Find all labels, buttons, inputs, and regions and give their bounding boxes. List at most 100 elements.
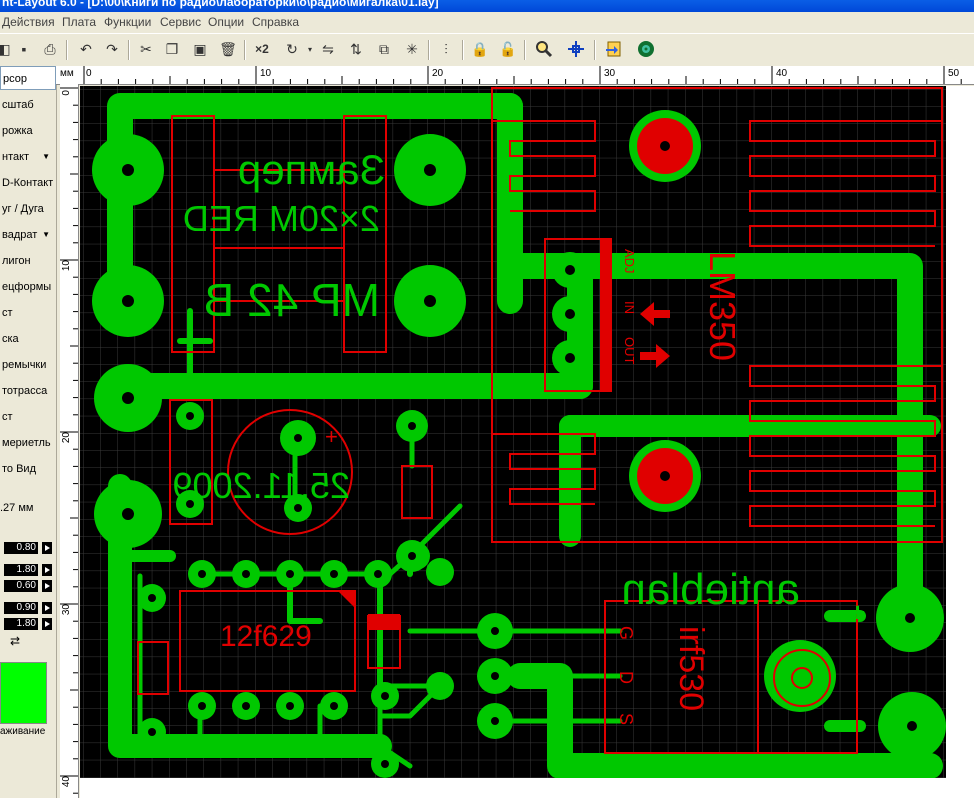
settings-icon[interactable] — [636, 39, 656, 59]
tool-autoroute[interactable]: тотрасса — [2, 385, 48, 397]
ruler-tick-label: 30 — [61, 604, 72, 616]
silk-text-lm350: LM350 — [702, 251, 743, 361]
window-title: nt-Layout 6.0 - [D:\00\Книги по радио\ла… — [2, 0, 439, 9]
swap-arrows-icon[interactable]: ⇄ — [10, 634, 21, 648]
pad-outer-icon — [42, 602, 52, 614]
crosshair-icon[interactable] — [566, 39, 586, 59]
component-outlines — [137, 115, 858, 754]
arrow-icons — [640, 302, 670, 368]
pad-inner-icon — [42, 618, 52, 630]
silk-text-out: OUT — [622, 337, 637, 365]
tool-test[interactable]: ст — [2, 411, 13, 423]
tool-measure[interactable]: мериетль — [2, 437, 51, 449]
fill-label[interactable]: аживание — [0, 726, 46, 737]
ic-pin1-mark — [338, 591, 355, 608]
ruler-tick-label: 50 — [948, 68, 960, 79]
pcb-drawing[interactable]: + + Зампер 2×20M RED МР 42 В 25.11.2009 … — [80, 86, 946, 778]
menu-board[interactable]: Плата — [62, 15, 97, 29]
toolbar-separator — [128, 40, 130, 60]
menu-options[interactable]: Опции — [208, 15, 245, 29]
tool-zoom[interactable]: сштаб — [2, 99, 34, 111]
zoom-x2-button[interactable]: ×2 — [255, 42, 269, 56]
pcb-canvas[interactable]: + + Зампер 2×20M RED МР 42 В 25.11.2009 … — [80, 86, 946, 778]
menu-functions[interactable]: Функции — [104, 15, 152, 29]
silk-text-12f629: 12f629 — [220, 620, 312, 653]
tool-track[interactable]: рожка — [2, 125, 33, 137]
pad-outer-field-2[interactable]: 0.90 — [4, 602, 38, 614]
ruler-tick-label: 10 — [61, 260, 72, 272]
ruler-tick-label: 10 — [260, 68, 272, 79]
canvas-bottom-margin — [80, 778, 974, 798]
tool-pad[interactable]: нтакт▼ — [0, 145, 56, 169]
silk-text-adj: ADJ — [622, 249, 637, 274]
ruler-horizontal: мм 0 10 20 30 40 50 — [56, 66, 974, 85]
silk-texts: LM350 ADJ IN OUT irf530 G D S 12f629 — [220, 249, 743, 725]
paste-icon[interactable]: ▣ — [193, 40, 207, 57]
mirror-vertical-icon[interactable]: ⇅ — [350, 40, 362, 57]
open-icon[interactable]: ◧ — [0, 40, 11, 57]
ungroup-icon[interactable]: ✳ — [406, 40, 418, 57]
delete-icon[interactable]: 🗑 — [219, 40, 237, 57]
copper-texts: Зампер 2×20M RED МР 42 В 25.11.2009 anti… — [172, 146, 800, 614]
canvas-right-margin — [946, 86, 974, 778]
ruler-tick-label: 0 — [61, 90, 72, 96]
tool-mask[interactable]: ска — [2, 333, 19, 345]
tools-sidebar: рсор сштаб рожка нтакт▼ D-Контакт уг / Д… — [0, 66, 57, 798]
ruler-tick-label: 20 — [432, 68, 444, 79]
save-icon[interactable]: ▪ — [21, 41, 27, 57]
ruler-tick-label: 30 — [604, 68, 616, 79]
silk-text-s: S — [616, 713, 636, 725]
tool-cursor[interactable]: рсор — [0, 66, 56, 90]
tool-special-forms[interactable]: ецформы — [2, 281, 52, 293]
tool-circle-arc[interactable]: уг / Дуга — [2, 203, 44, 215]
lock-icon[interactable]: 🔒 — [471, 40, 489, 57]
toolbar-separator — [66, 40, 68, 60]
pad-outer-icon — [42, 564, 52, 576]
tool-square[interactable]: вадрат▼ — [0, 223, 56, 247]
tool-jumpers[interactable]: ремычки — [2, 359, 47, 371]
chevron-down-icon[interactable]: ▾ — [307, 44, 312, 54]
group-icon[interactable]: ⧉ — [379, 40, 389, 57]
tool-photo-view[interactable]: то Вид — [2, 463, 36, 475]
menu-service[interactable]: Сервис — [160, 15, 202, 29]
pad-inner-field-1[interactable]: 0.60 — [4, 580, 38, 592]
tool-text[interactable]: ст — [2, 307, 13, 319]
tool-smd-pad[interactable]: D-Контакт — [2, 177, 54, 189]
ruler-unit: мм — [60, 68, 74, 79]
print-icon[interactable]: ⎙ — [44, 40, 56, 57]
fill-color-swatch[interactable] — [0, 662, 47, 724]
toolbar-separator — [524, 40, 526, 60]
copper-text-antieblan: antieblan — [621, 565, 800, 614]
menu-help[interactable]: Справка — [252, 15, 300, 29]
toolbar-separator — [428, 40, 430, 60]
pad-outer-field-1[interactable]: 1.80 — [4, 564, 38, 576]
mirror-horizontal-icon[interactable]: ⇋ — [322, 40, 334, 57]
chevron-down-icon[interactable]: ▼ — [42, 152, 50, 161]
mounting-holes — [637, 118, 693, 504]
copper-text-mp42b: МР 42 В — [204, 274, 380, 326]
diode-cathode-mark — [368, 614, 400, 630]
track-width-icon — [42, 542, 52, 554]
copy-icon[interactable]: ❐ — [165, 40, 179, 57]
menu-actions[interactable]: Действия — [2, 15, 55, 29]
unlock-icon[interactable]: 🔓 — [499, 40, 517, 57]
grid-value[interactable]: .27 мм — [0, 502, 34, 514]
ruler-tick-label: 40 — [61, 776, 72, 788]
magnifier-icon[interactable] — [534, 39, 554, 59]
copper-text-zamper: Зампер — [238, 146, 385, 193]
undo-icon[interactable]: ↶ — [80, 40, 92, 57]
chevron-down-icon[interactable]: ▼ — [42, 230, 50, 239]
align-icon[interactable]: ⫶ — [444, 40, 448, 57]
pad-inner-field-2[interactable]: 1.80 — [4, 618, 38, 630]
tool-polygon[interactable]: лигон — [2, 255, 31, 267]
silk-text-d: D — [616, 671, 636, 684]
toolbar: ◧ ▪ ⎙ ↶ ↷ ✂ ❐ ▣ 🗑 ×2 ↻ ▾ ⇋ ⇅ ⧉ ✳ ⫶ 🔒 🔓 — [0, 33, 974, 67]
redo-icon[interactable]: ↷ — [106, 40, 118, 57]
cut-icon[interactable]: ✂ — [140, 40, 152, 57]
import-icon[interactable] — [604, 39, 624, 59]
track-width-field[interactable]: 0.80 — [4, 542, 38, 554]
heatsink-tab — [600, 239, 612, 391]
silk-text-in: IN — [622, 301, 637, 314]
plus-icon: + — [850, 597, 865, 627]
rotate-icon[interactable]: ↻ — [286, 40, 298, 57]
